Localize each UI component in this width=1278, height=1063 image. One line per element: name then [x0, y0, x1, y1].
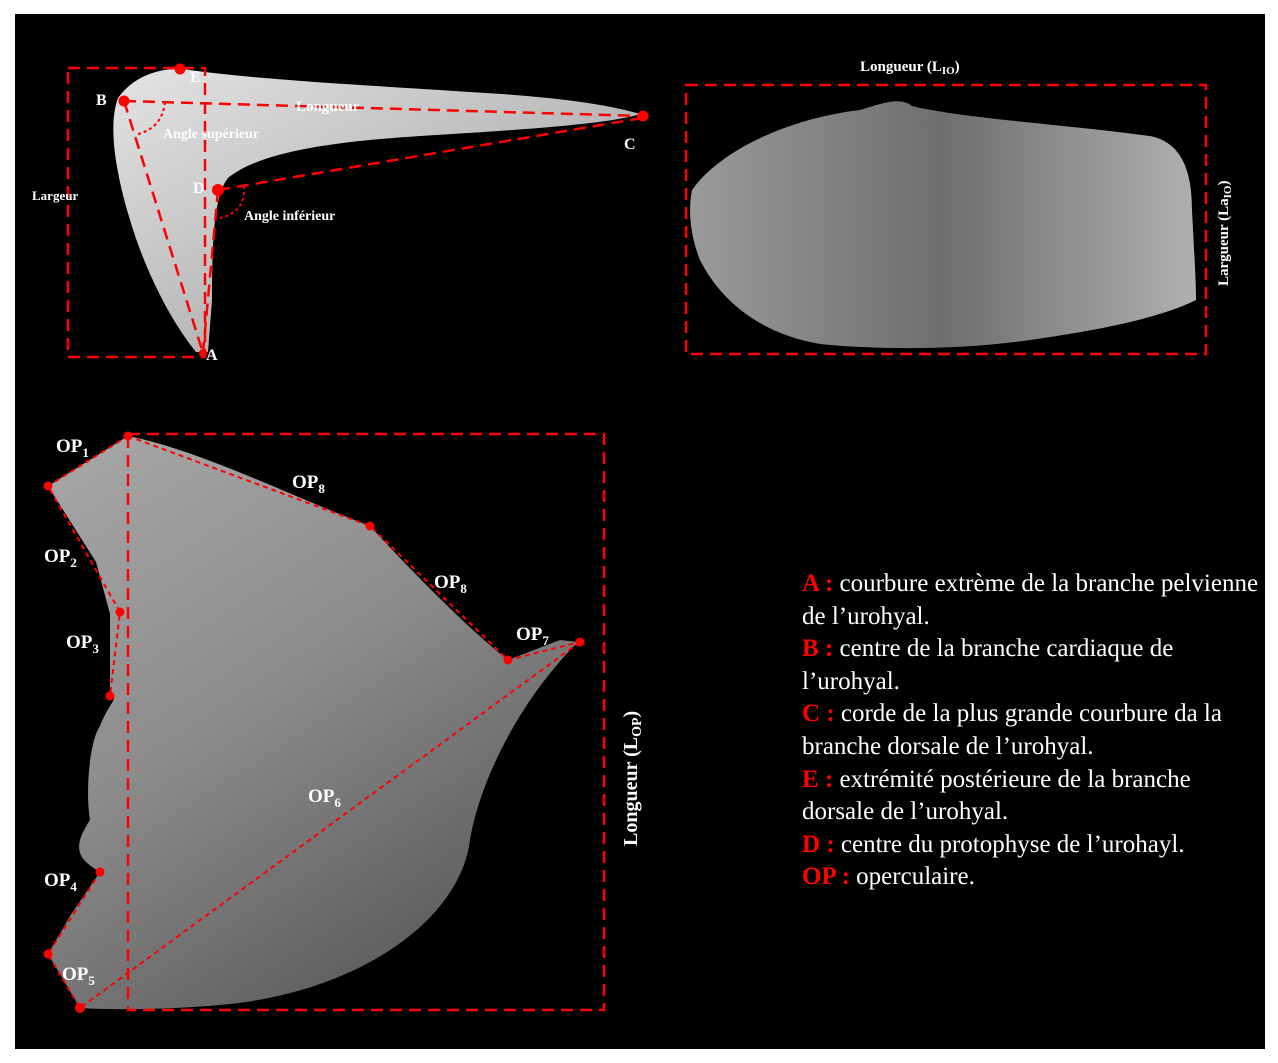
interoperculum-length-label: Longueur (LIO): [860, 59, 960, 77]
op8-right-label: OP8: [434, 572, 467, 596]
op-marker: [116, 608, 125, 617]
lower-angle-label: Angle inférieur: [244, 209, 335, 224]
op2-label: OP2: [44, 546, 77, 570]
legend-key: B: [802, 635, 819, 662]
op-marker: [106, 692, 115, 701]
legend-key: A: [802, 570, 819, 597]
op-marker: [44, 950, 53, 959]
operculum-diagram: OP1 OP2 OP3 OP4 OP5 OP6 OP7 OP8 OP8 Long…: [44, 432, 646, 1014]
legend-item: D : centre du protophyse de l’urohayl.: [802, 829, 1262, 862]
legend-separator: :: [820, 831, 841, 858]
legend-separator: :: [820, 700, 841, 727]
op4-label: OP4: [44, 870, 77, 894]
legend-text: centre de la branche cardiaque de l’uroh…: [802, 635, 1173, 695]
operculum-length-label: Longueur (LOP): [620, 711, 645, 846]
point-d-marker: [212, 184, 224, 196]
legend-key: D: [802, 831, 820, 858]
legend-separator: :: [819, 635, 840, 662]
op-marker: [44, 482, 53, 491]
legend-key: C: [802, 700, 820, 727]
op-marker: [366, 522, 375, 531]
legend-item: OP : operculaire.: [802, 861, 1262, 894]
interoperculum-diagram: Longueur (LIO) Largueur (LaIO): [686, 59, 1234, 354]
legend-separator: :: [819, 766, 840, 793]
point-a-label: A: [206, 347, 218, 364]
urohyal-width-label: Largeur: [32, 188, 78, 203]
legend-item: B : centre de la branche cardiaque de l’…: [802, 633, 1262, 698]
point-e-label: E: [190, 69, 201, 86]
point-c-label: C: [624, 136, 636, 153]
op1-marker: [124, 432, 133, 441]
op-marker: [96, 868, 105, 877]
interoperculum-bone-image: [690, 101, 1196, 348]
op1-label: OP1: [56, 436, 89, 460]
urohyal-bone-image: [113, 69, 640, 352]
point-b-label: B: [96, 92, 107, 109]
urohyal-length-label: Longueur: [296, 99, 360, 115]
point-b-marker: [119, 96, 130, 107]
op-marker: [576, 638, 585, 647]
op3-label: OP3: [66, 632, 99, 656]
op8-upper-label: OP8: [292, 472, 325, 496]
legend-text: operculaire.: [856, 863, 975, 890]
legend-item: E : extrémité postérieure de la branche …: [802, 764, 1262, 829]
legend-text: corde de la plus grande courbure da la b…: [802, 700, 1222, 760]
legend-text: courbure extrème de la branche pelvienne…: [802, 570, 1258, 630]
legend-item: C : corde de la plus grande courbure da …: [802, 698, 1262, 763]
urohyal-diagram: E B C D A Longueur Largeur Angle supérie…: [32, 64, 649, 365]
legend-item: A : courbure extrème de la branche pelvi…: [802, 568, 1262, 633]
upper-angle-label: Angle supérieur: [163, 127, 259, 142]
legend-text: extrémité postérieure de la branche dors…: [802, 766, 1191, 826]
op-marker: [504, 656, 513, 665]
legend-key: E: [802, 766, 819, 793]
legend-separator: :: [835, 863, 856, 890]
point-e-marker: [175, 64, 186, 75]
op7-label: OP7: [516, 624, 549, 648]
legend: A : courbure extrème de la branche pelvi…: [802, 568, 1262, 894]
legend-key: OP: [802, 863, 835, 890]
interoperculum-width-label: Largueur (LaIO): [1216, 181, 1234, 287]
legend-text: centre du protophyse de l’urohayl.: [841, 831, 1185, 858]
op-marker: [75, 1003, 85, 1013]
legend-separator: :: [819, 570, 840, 597]
point-c-marker: [638, 111, 649, 122]
point-d-label: D: [193, 180, 205, 197]
